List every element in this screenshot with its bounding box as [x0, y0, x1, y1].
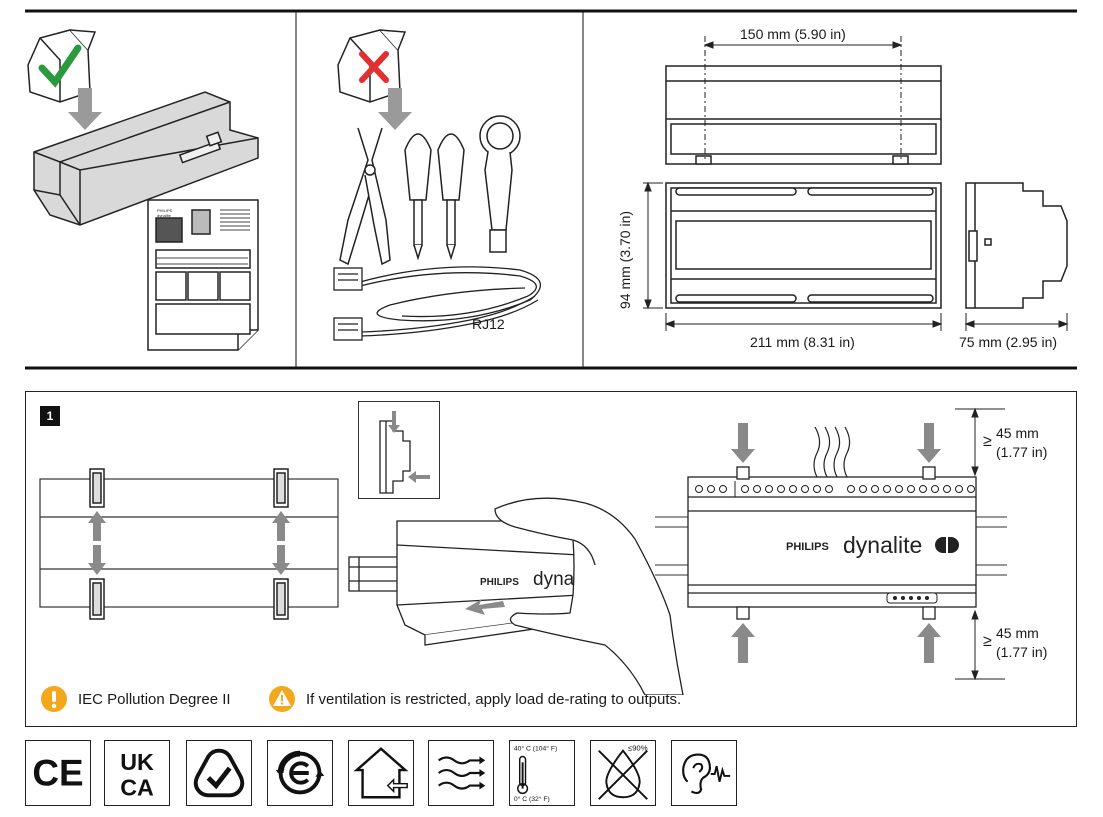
indoor-use-icon: [353, 747, 409, 799]
top-frame-lines: [25, 9, 1077, 370]
logo-mark-icon: [935, 537, 959, 553]
down-arrow-icon: [378, 88, 412, 130]
screwdriver-phillips-icon: [404, 133, 432, 261]
height-dim-label: 94 mm (3.70 in): [617, 211, 633, 309]
checkmark-icon: [38, 44, 82, 88]
recycle-e-icon: [275, 750, 325, 795]
wires-icon: [813, 426, 851, 478]
left-arrow-icon: [408, 471, 430, 483]
cert-noise: [671, 740, 737, 806]
screwdriver-flat-icon: [437, 133, 465, 261]
info-exclamation-icon: [41, 686, 67, 712]
tools-not-needed-illustration: [333, 29, 541, 341]
clearance-top-mm: 45 mm: [996, 425, 1039, 441]
front-view: [665, 182, 942, 309]
dimensions-drawing: 94 mm (3.70 in): [617, 36, 1069, 331]
clip-bottom-left: [89, 578, 105, 620]
cert-rcm: [186, 740, 252, 806]
clearance-bottom-symbol: ≥: [983, 633, 992, 650]
cert-eac: [267, 740, 333, 806]
pollution-text: IEC Pollution Degree II: [78, 690, 231, 708]
rcm-mark-icon: [193, 748, 245, 798]
temp-low-text: 0° C (32° F): [514, 795, 550, 803]
clearance-bottom-in: (1.77 in): [996, 644, 1048, 660]
device-brand: PHILIPS: [786, 541, 829, 553]
step-number-badge: 1: [40, 406, 60, 426]
ventilation-text: If ventilation is restricted, apply load…: [306, 690, 682, 708]
humidity-drop-icon: ≤90%: [598, 744, 648, 800]
din-device-illustration: [33, 91, 259, 226]
cert-ukca: UK CA: [104, 740, 170, 806]
clip-arrows: [88, 511, 290, 575]
humidity-text: ≤90%: [628, 744, 648, 753]
cert-temperature: 40° C (104° F) 0° C (32° F): [509, 740, 575, 806]
hand-mounting-device-illustration: PHILIPS dyna: [348, 497, 684, 695]
clip-detail-inset: [358, 401, 440, 499]
clearance-arrows: [731, 423, 941, 663]
box-contents-illustration: PHILIPS dynalite: [27, 29, 259, 351]
pollution-note: IEC Pollution Degree II: [40, 685, 231, 713]
rj12-cable-icon: [333, 266, 541, 341]
clearance-top-in: (1.77 in): [996, 444, 1048, 460]
ventilation-note: If ventilation is restricted, apply load…: [268, 685, 681, 713]
ukca-top-text: UK: [120, 749, 154, 775]
clearance-bottom-mm: 45 mm: [996, 625, 1039, 641]
cross-icon: [359, 51, 389, 83]
down-arrow-icon: [68, 88, 102, 130]
temp-high-text: 40° C (104° F): [514, 745, 557, 753]
length-dim-label: 211 mm (8.31 in): [750, 334, 855, 350]
device-clearance-diagram: PHILIPS dynalite: [655, 407, 1007, 681]
top-section: PHILIPS dynalite: [0, 0, 1103, 372]
device-front: [687, 466, 977, 620]
cert-ce: CE: [25, 740, 91, 806]
width-dim-label: 150 mm (5.90 in): [740, 26, 846, 42]
terminal-screws: [695, 481, 975, 604]
depth-dim-label: 75 mm (2.95 in): [959, 334, 1058, 350]
punch-down-tool-icon: [479, 115, 521, 253]
cable-label: RJ12: [472, 316, 505, 332]
ukca-bottom-text: CA: [120, 774, 154, 800]
device-product-small: dyna: [533, 569, 575, 590]
thermometer-icon: 40° C (104° F) 0° C (32° F): [514, 745, 557, 803]
pliers-icon: [339, 127, 391, 266]
down-arrow-icon: [388, 411, 400, 433]
clip-top-right: [273, 468, 289, 508]
sheet-product: dynalite: [157, 213, 172, 218]
clip-bottom-right: [273, 578, 289, 620]
ear-noise-icon: [682, 753, 731, 795]
hand-icon: [494, 497, 684, 695]
ce-mark-text: CE: [32, 753, 83, 794]
din-rails-right: [655, 516, 1007, 576]
device-product: dynalite: [843, 532, 922, 558]
cert-ventilation: [428, 740, 494, 806]
device-brand-small: PHILIPS: [480, 577, 519, 588]
sheet-brand: PHILIPS: [157, 208, 173, 213]
airflow-icon: [438, 756, 486, 790]
side-view: [965, 182, 1068, 309]
step1-panel: [25, 391, 1077, 727]
clearance-top-symbol: ≥: [983, 433, 992, 450]
cert-humidity: ≤90%: [590, 740, 656, 806]
push-arrow-icon: [465, 599, 505, 615]
clip-top-left: [89, 468, 105, 508]
cert-indoor: [348, 740, 414, 806]
din-rail-clip-diagram: [39, 468, 339, 620]
warning-triangle-icon: [269, 686, 295, 712]
top-view: [665, 65, 942, 165]
